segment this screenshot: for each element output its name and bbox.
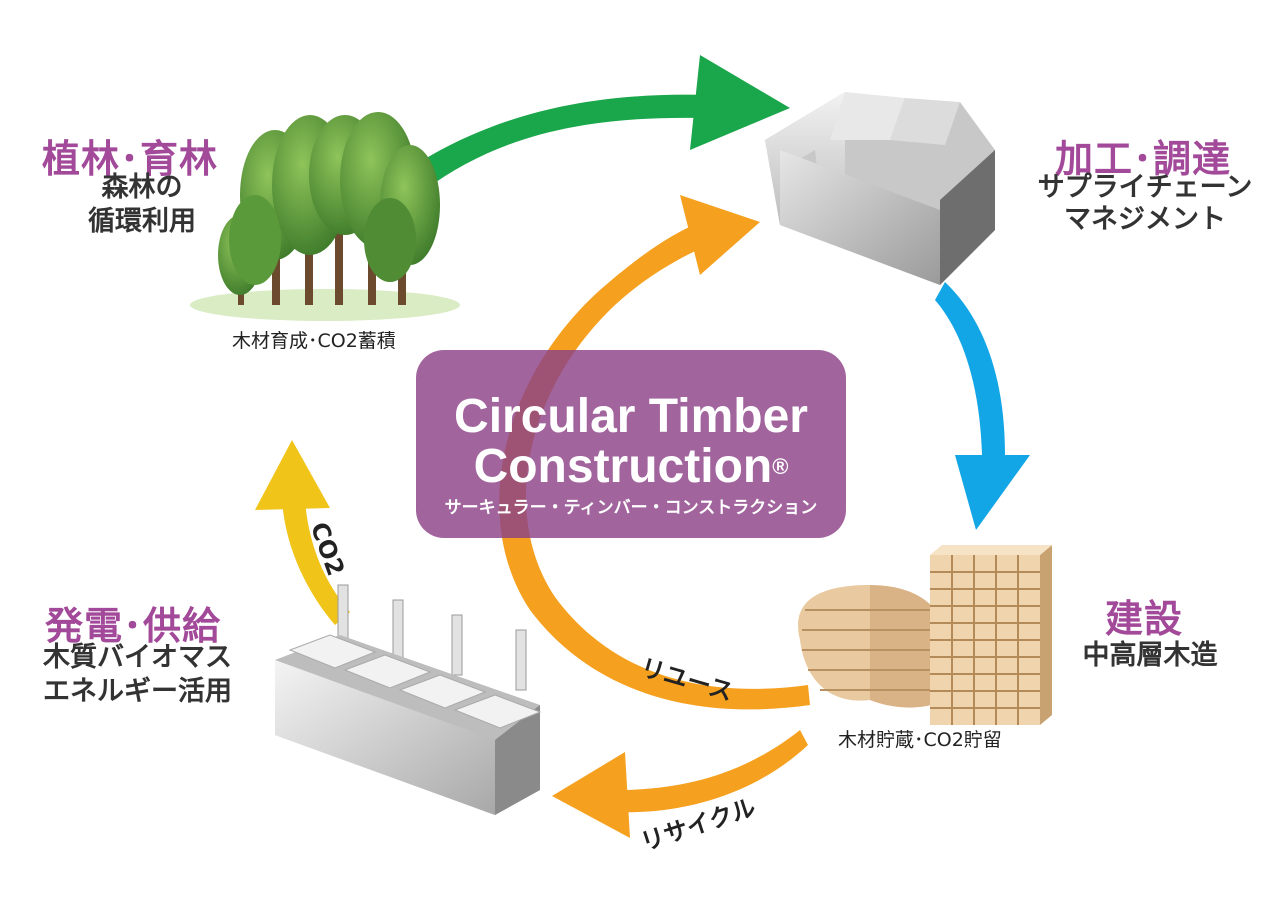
arrow-reuse	[499, 195, 810, 710]
center-title-line2: Construction	[473, 440, 773, 493]
power-subtitle-line2: エネルギー活用	[43, 676, 232, 707]
power-title: 発電･供給	[45, 604, 222, 648]
processing-subtitle-line2: マネジメント	[1064, 204, 1226, 235]
arrow-co2	[255, 440, 350, 625]
forest-subtitle-line1: 森林の	[101, 172, 183, 203]
forest-caption: 木材育成･CO2蓄積	[232, 330, 396, 352]
center-subtitle: サーキュラー・ティンバー・コンストラクション	[444, 498, 818, 518]
construction-caption: 木材貯蔵･CO2貯留	[838, 729, 1002, 751]
center-title-line1: Circular Timber	[454, 390, 808, 443]
forest-subtitle-line2: 循環利用	[88, 206, 196, 237]
arrow-forest-to-processing	[410, 55, 790, 190]
processing-title: 加工･調達	[1055, 137, 1232, 181]
factory-illustration	[765, 92, 995, 285]
construction-subtitle: 中高層木造	[1082, 640, 1218, 671]
processing-subtitle-line1: サプライチェーン	[1037, 172, 1253, 203]
power-subtitle-line1: 木質バイオマス	[43, 642, 232, 673]
power-plant-illustration	[275, 584, 542, 815]
timber-building-illustration	[798, 545, 1052, 725]
center-title-line2-wrap: Construction®	[416, 442, 846, 492]
arrow-recycle	[552, 730, 808, 838]
construction-title: 建設	[1105, 597, 1184, 641]
arrow-processing-to-construction	[935, 282, 1030, 530]
forest-illustration	[190, 112, 460, 321]
forest-title: 植林･育林	[42, 137, 219, 181]
center-title-box: Circular Timber Construction® サーキュラー・ティン…	[416, 350, 846, 538]
registered-mark: ®	[772, 454, 789, 479]
